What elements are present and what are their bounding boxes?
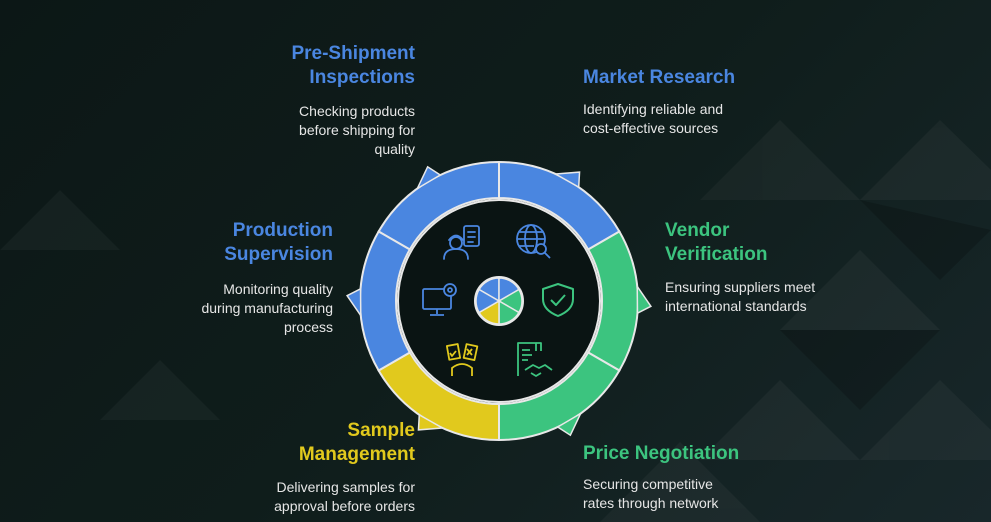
- arrow-notch-1: [553, 171, 581, 189]
- step-description: Identifying reliable and cost-effective …: [583, 101, 724, 136]
- step-title: Pre-Shipment Inspections: [291, 43, 415, 88]
- arrow-notch-2: [636, 284, 653, 315]
- arrow-notch-5: [345, 287, 362, 318]
- step-title: Market Research: [583, 67, 736, 88]
- contract-handshake-icon: [517, 342, 553, 377]
- step-title: Price Negotiation: [583, 443, 740, 464]
- step-description: Ensuring suppliers meet international st…: [665, 279, 816, 314]
- globe-search-icon: [516, 224, 551, 259]
- step-description: Securing competitive rates through netwo…: [583, 476, 719, 511]
- step-description: Delivering samples for approval before o…: [274, 479, 415, 514]
- step-description: Monitoring quality during manufacturing …: [201, 281, 333, 335]
- arrow-notch-0: [415, 165, 442, 191]
- arrow-notch-4: [417, 413, 445, 431]
- center-pie-slice-5: [475, 288, 501, 314]
- step-production-supervision: Production Supervision Monitoring qualit…: [201, 219, 333, 337]
- step-pre-shipment-inspections: Pre-Shipment Inspections Checking produc…: [291, 42, 415, 159]
- arrow-notch-3: [556, 411, 583, 437]
- step-market-research: Market Research Identifying reliable and…: [583, 66, 735, 138]
- ring-segment-5: [359, 230, 412, 372]
- inspector-clipboard-icon: [443, 225, 480, 260]
- monitor-gear-icon: [422, 283, 457, 316]
- step-vendor-verification: Vendor Verification Ensuring suppliers m…: [665, 219, 815, 316]
- step-price-negotiation: Price Negotiation Securing competitive r…: [583, 442, 739, 513]
- step-title: Vendor Verification: [665, 220, 768, 265]
- center-pie-outline: [474, 276, 524, 326]
- step-title: Production Supervision: [224, 220, 333, 265]
- step-title: Sample Management: [298, 420, 415, 465]
- shield-check-icon: [542, 283, 574, 317]
- sample-approval-icon: [445, 343, 479, 376]
- step-sample-management: Sample Management Delivering samples for…: [274, 419, 415, 516]
- step-description: Checking products before shipping for qu…: [299, 103, 415, 157]
